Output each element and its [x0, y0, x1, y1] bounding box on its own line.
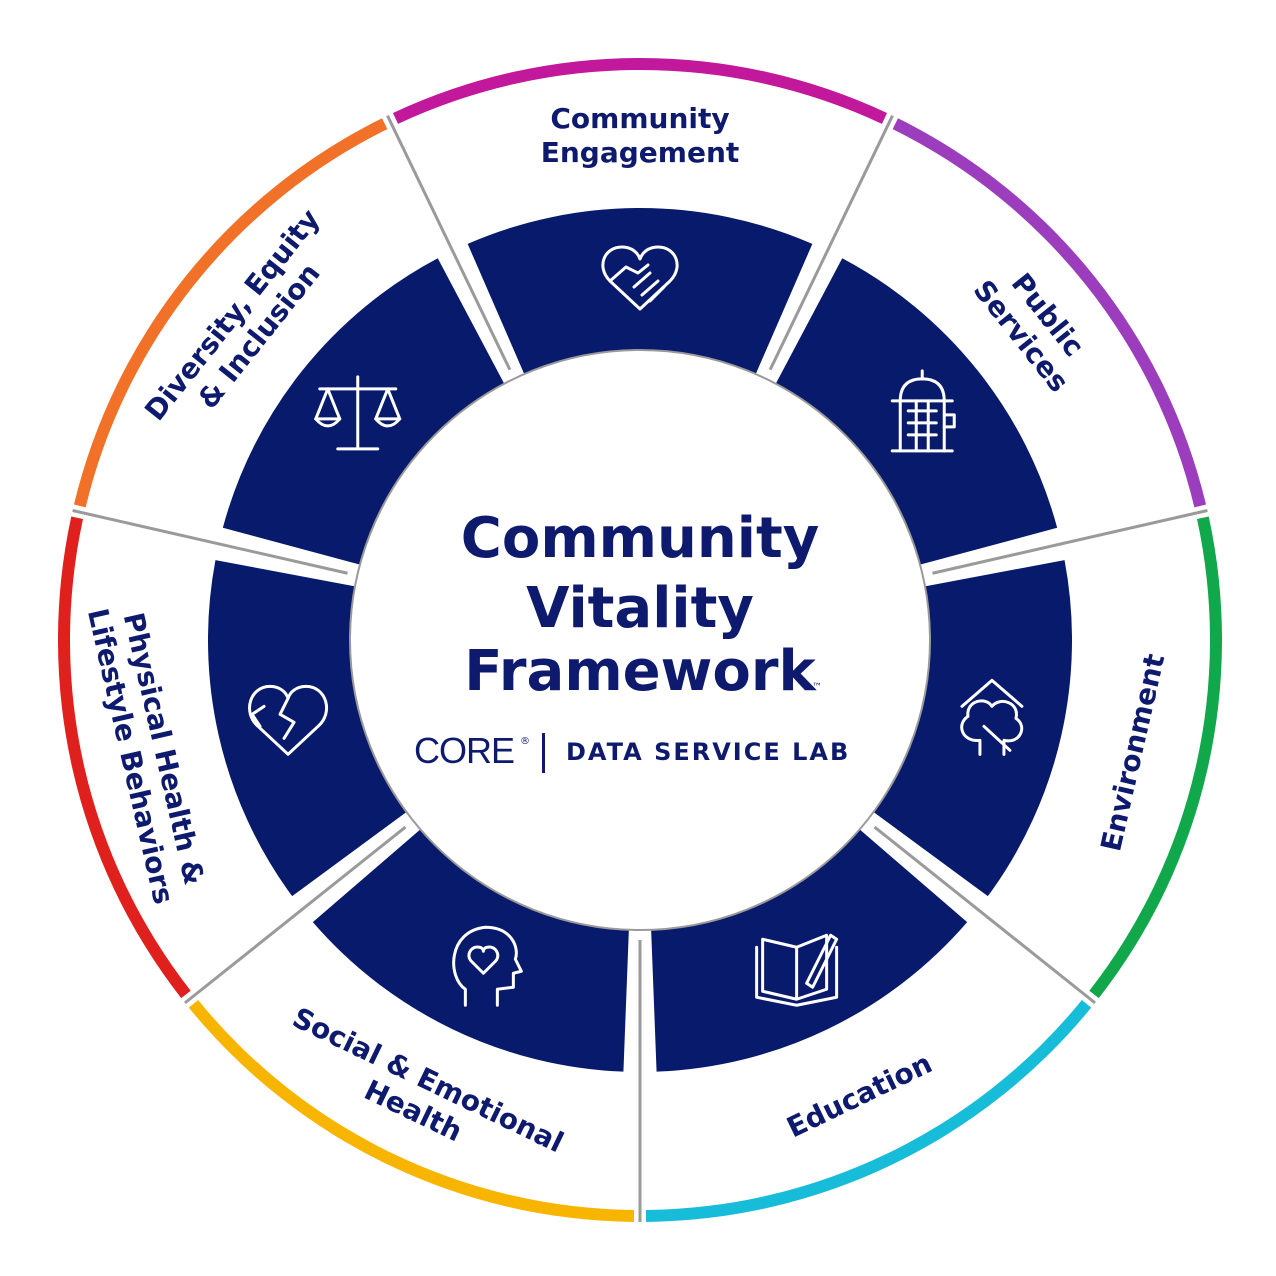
- head-heart-icon: [452, 925, 523, 1007]
- scales-icon: [314, 375, 402, 451]
- segment-divider: [873, 825, 1096, 1005]
- trademark-symbol: ™: [812, 682, 822, 693]
- center-title-line-1: Community: [461, 506, 819, 571]
- segment-navy-band: [467, 208, 813, 375]
- segment-color-arc: [1089, 516, 1222, 999]
- segment-divider: [184, 825, 407, 1005]
- center-title-line-3: Framework: [464, 639, 817, 704]
- segment-label-area: [85, 128, 446, 539]
- segment-label-area: [987, 517, 1210, 993]
- center-title-line-2: Vitality: [526, 576, 754, 641]
- segment-color-arc: [392, 57, 888, 124]
- core-registered-mark: ®: [520, 736, 530, 747]
- segment-color-arc: [57, 516, 191, 999]
- data-service-lab-text: DATA SERVICE LAB: [566, 738, 850, 766]
- center-content: Community Vitality Framework ™ CORE ® DA…: [414, 506, 850, 773]
- segment-divider: [386, 114, 512, 371]
- segment-divider: [932, 509, 1208, 575]
- segment-navy-band: [207, 560, 407, 897]
- segment-navy-band: [651, 829, 968, 1072]
- segment-divider: [72, 509, 348, 575]
- segment-navy-band: [873, 560, 1072, 897]
- heart-handshake-icon: [601, 245, 679, 311]
- segment-label-area: [643, 917, 1084, 1210]
- fire-hydrant-icon: [890, 369, 956, 453]
- segment-label-area: [69, 517, 293, 993]
- segment-label-area: [196, 917, 637, 1210]
- brand-divider: [542, 733, 545, 773]
- open-book-pencil-icon: [755, 933, 839, 1007]
- segment-divider: [768, 114, 894, 371]
- center-circle: [349, 349, 931, 931]
- core-logo-text: CORE: [414, 730, 514, 771]
- broken-heart-icon: [248, 684, 328, 756]
- segment-label-line: Community: [550, 102, 729, 135]
- segment-label-area: [396, 69, 884, 241]
- dividers-layer: [72, 114, 1208, 1222]
- house-tree-icon: [960, 678, 1024, 756]
- segment-label-line: Engagement: [541, 136, 740, 169]
- icons-layer: [248, 245, 1024, 1007]
- segment-label-area: [834, 128, 1195, 539]
- segment-navy-band: [222, 258, 505, 565]
